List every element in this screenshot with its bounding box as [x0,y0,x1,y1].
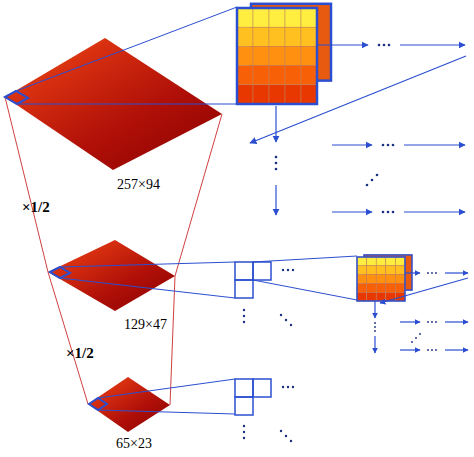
scan-arrow [250,45,468,353]
map-size: 257×94 [117,178,160,192]
projection-line [16,7,357,414]
kernel-grid [237,4,412,301]
window-outline [5,91,107,410]
window-cell [235,262,271,415]
scale-factor: ×1/2 [22,200,50,215]
scale-factor: ×1/2 [66,346,94,361]
map-size: 129×47 [124,318,167,332]
feature-map [5,38,222,432]
ellipsis-dots [243,44,437,442]
map-size: 65×23 [116,437,152,451]
